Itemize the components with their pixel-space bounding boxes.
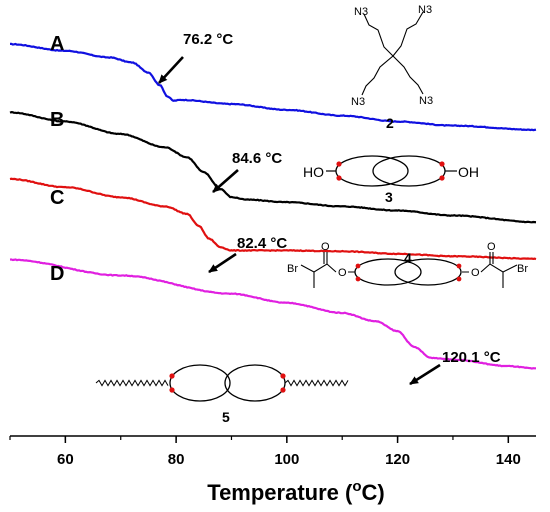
compound-3-atom-3 xyxy=(439,161,445,167)
series-curves xyxy=(9,42,537,370)
compound-5-label: 5 xyxy=(222,409,230,425)
series-label-D: D xyxy=(50,263,64,285)
x-axis-label: Temperature (oC) xyxy=(207,478,384,505)
series-line-A xyxy=(9,42,537,132)
x-axis-label-unit: C) xyxy=(362,480,385,505)
compound-4-label: 4 xyxy=(404,250,412,266)
compound-2-n3-lower-left-n: N3 xyxy=(351,96,365,108)
annotation-label-B: 84.6 °C xyxy=(232,150,282,167)
transition-annotations: 76.2 °C 84.6 °C 82.4 °C 120.1 °C xyxy=(158,31,501,386)
compound-3-ho: HO xyxy=(303,164,324,180)
annotation-arrow-B xyxy=(212,169,239,193)
compound-2-n3-lower-left: N3 xyxy=(351,96,365,108)
compound-5-atom-3 xyxy=(280,373,286,379)
series-label-C: C xyxy=(50,187,64,209)
compound-5-atom-1 xyxy=(169,373,175,379)
compound-2-arm-lower-left xyxy=(361,55,394,96)
series-label-A: A xyxy=(50,33,64,55)
compound-3-ring-right xyxy=(372,155,446,187)
structure-compound-4: Br O O O O Br 4 xyxy=(287,241,528,288)
compound-5-atom-4 xyxy=(280,387,286,393)
annotation-arrow-C xyxy=(208,252,237,274)
structure-compound-2 xyxy=(361,11,424,96)
compound-3-ring-left xyxy=(335,155,409,187)
compound-2-arm-lower-right xyxy=(392,55,424,95)
structure-compound-3: HO OH 3 xyxy=(303,155,479,205)
annotation-label-D: 120.1 °C xyxy=(442,349,501,366)
annotation-label-C: 82.4 °C xyxy=(237,235,287,252)
x-axis-label-main: Temperature ( xyxy=(207,480,353,505)
compound-3-atom-1 xyxy=(336,161,342,167)
x-axis-label-degree: o xyxy=(352,478,361,495)
compound-3-atom-4 xyxy=(439,175,445,181)
compound-4-br-left: Br xyxy=(287,263,298,275)
compound-3-oh: OH xyxy=(458,164,479,180)
x-ticks: 60 80 100 120 140 xyxy=(9,436,521,468)
compound-2-arm-upper-right xyxy=(392,11,424,57)
compound-5-atom-2 xyxy=(169,387,175,393)
compound-4-atom-1 xyxy=(355,263,361,269)
x-tick-label-100: 100 xyxy=(274,451,299,468)
compound-2-n3-lower-right: N3 xyxy=(419,95,433,107)
compound-3-atom-2 xyxy=(336,175,342,181)
compound-2-n3-upper-right: N3 xyxy=(418,4,432,16)
compound-2-arm-upper-left xyxy=(363,13,394,57)
compound-2-n3-upper-right-n: N3 xyxy=(418,4,432,16)
plot-area: A B C D 76.2 °C 84.6 °C 82.4 °C 120.1 °C xyxy=(9,31,537,386)
compound-4-o-carbonyl-right: O xyxy=(487,241,496,253)
annotation-arrow-A xyxy=(158,56,184,84)
compound-3-label: 3 xyxy=(385,189,393,205)
annotation-arrow-D xyxy=(409,363,441,386)
compound-2-n3-upper-left: N3 xyxy=(354,6,368,18)
compound-4-o-ester-left: O xyxy=(338,267,347,279)
x-tick-label-140: 140 xyxy=(496,451,521,468)
compound-4-atom-2 xyxy=(355,276,361,282)
compound-4-atom-4 xyxy=(456,276,462,282)
compound-4-br-right: Br xyxy=(517,263,528,275)
series-line-D xyxy=(9,258,537,370)
compound-4-o-ester-right: O xyxy=(471,267,480,279)
compound-4-chain-left xyxy=(300,252,355,288)
compound-5-ring-right xyxy=(224,364,286,402)
x-axis: 60 80 100 120 140 Temperature (oC) xyxy=(9,435,536,505)
series-line-B xyxy=(9,111,537,224)
compound-4-atom-3 xyxy=(456,263,462,269)
x-tick-label-120: 120 xyxy=(385,451,410,468)
series-line-C xyxy=(9,177,537,261)
compound-5-polymer-chain-left xyxy=(95,379,169,387)
compound-4-ring-right xyxy=(394,258,462,286)
compound-2-n3-upper-left-n: N3 xyxy=(354,6,368,18)
compound-2-n3-lower-right-n: N3 xyxy=(419,95,433,107)
compound-4-chain-right xyxy=(462,252,518,288)
compound-2-label: 2 xyxy=(386,115,394,131)
compound-5-ring-left xyxy=(169,364,231,402)
compound-2-labels: N3 N3 N3 N3 2 xyxy=(351,4,433,131)
compound-4-o-carbonyl-left: O xyxy=(321,241,330,253)
series-label-B: B xyxy=(50,109,64,131)
compound-5-polymer-chain-right xyxy=(284,379,349,387)
annotation-label-A: 76.2 °C xyxy=(183,31,233,48)
x-tick-label-60: 60 xyxy=(57,451,74,468)
series-labels: A B C D xyxy=(50,33,64,285)
structure-compound-5: 5 xyxy=(95,364,349,425)
x-tick-label-80: 80 xyxy=(168,451,185,468)
